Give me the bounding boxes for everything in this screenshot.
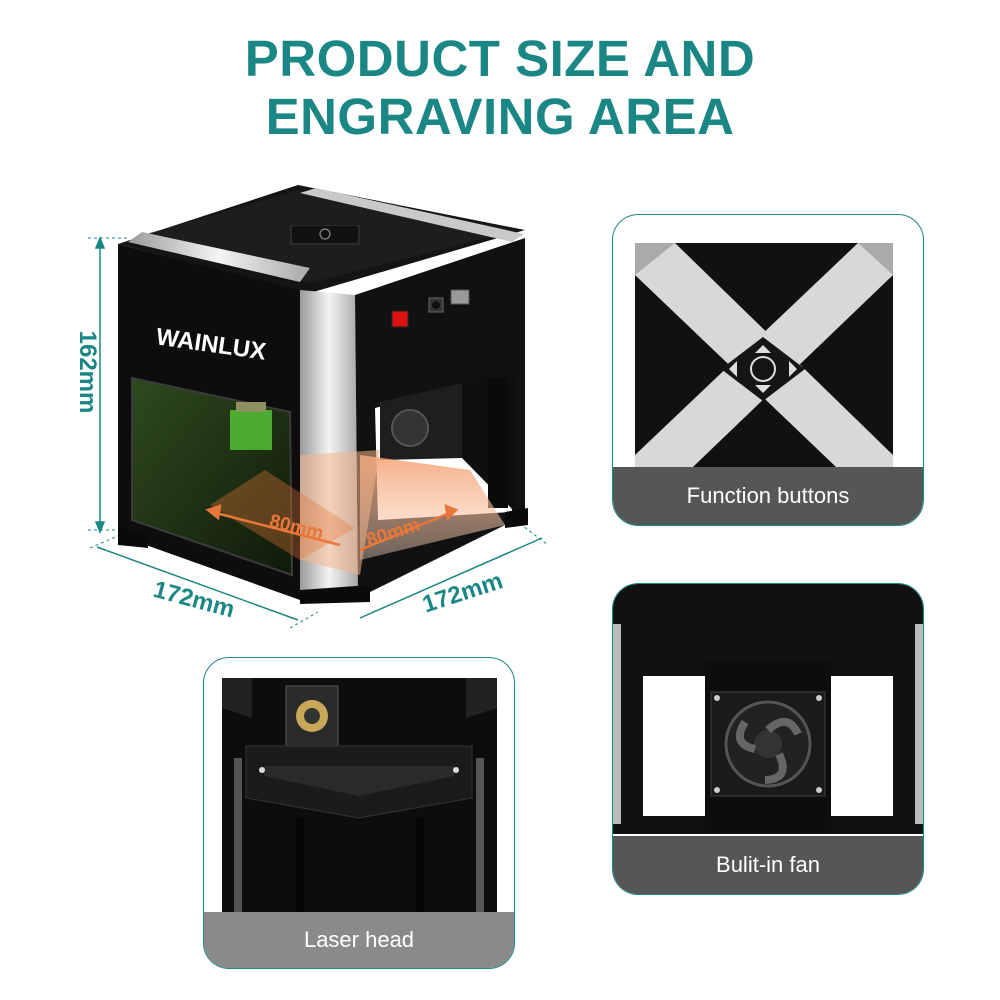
machine-body [118,185,528,604]
inset-laser-head: Laser head [203,657,515,969]
laser-head-image [222,678,497,948]
title-line-2: ENGRAVING AREA [265,88,735,145]
height-label: 162mm [74,331,101,414]
engrave-area-arrows [205,504,459,552]
fan-image [613,584,923,834]
function-buttons-image [635,243,893,488]
caption-function-buttons: Function buttons [613,467,923,525]
width-dimension-line [96,546,299,621]
width-label: 172mm [150,576,237,623]
inset-function-buttons: Function buttons [612,214,924,526]
inset-fan: Bulit-in fan [612,583,924,895]
caption-fan: Bulit-in fan [613,836,923,894]
depth-label: 172mm [419,567,506,618]
depth-dimension-line [359,537,543,619]
page-title: PRODUCT SIZE AND ENGRAVING AREA [0,30,1000,146]
title-line-1: PRODUCT SIZE AND [244,30,756,87]
caption-laser-head: Laser head [204,912,514,968]
